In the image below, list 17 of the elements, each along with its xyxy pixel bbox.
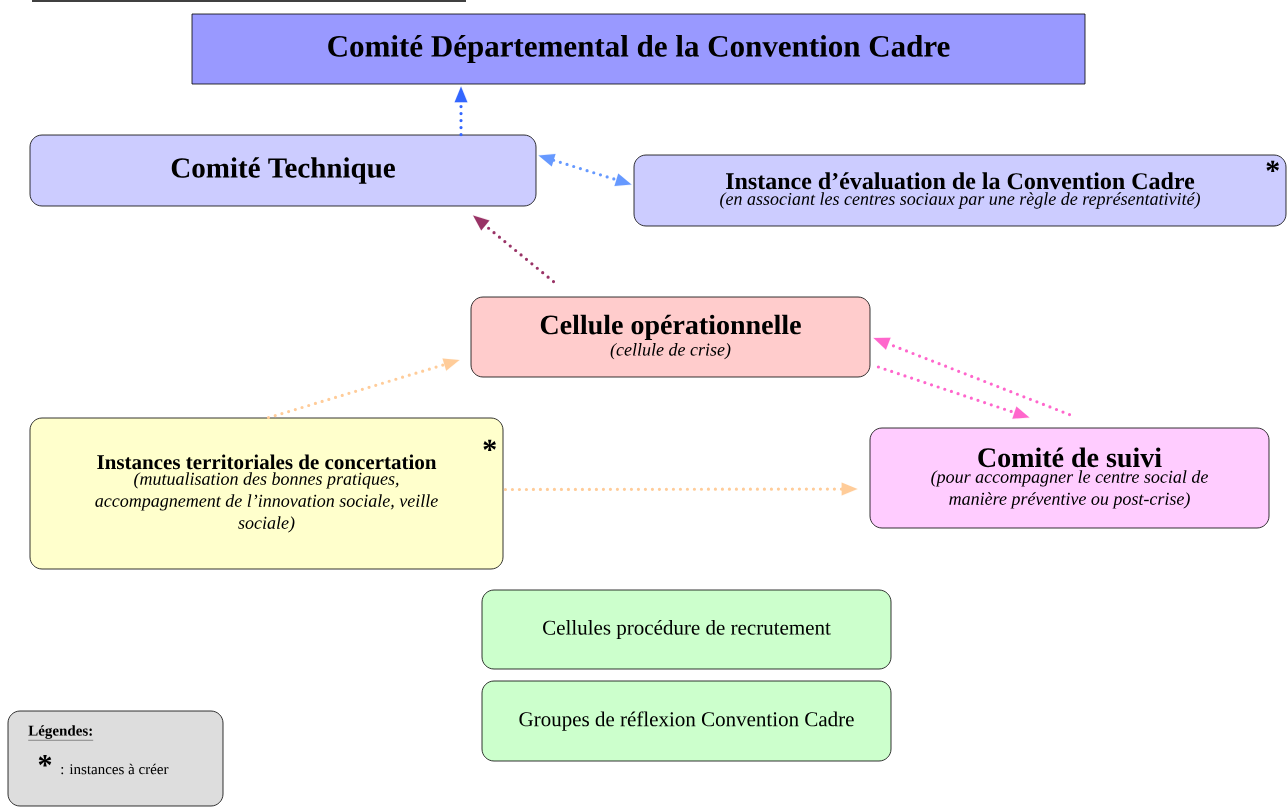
arrow	[873, 337, 1072, 417]
arrow	[876, 365, 1030, 419]
arrow	[473, 215, 556, 284]
arrow	[538, 154, 632, 186]
process-box: Comité Technique	[29, 134, 537, 207]
process-box: Groupes de réflexion Convention Cadre	[481, 680, 892, 762]
process-box: Cellule opérationnelle (cellule de crise)	[470, 296, 871, 378]
asterisk: *	[1266, 160, 1279, 173]
arrow	[454, 86, 468, 137]
arrow	[503, 482, 858, 496]
process-box: Cellules procédure de recrutement	[481, 589, 892, 670]
arrow	[266, 358, 460, 420]
process-box: Comité de suivi (pour accompagner le centre social de manière préventive ou post-crise)	[869, 427, 1270, 529]
asterisk: *	[483, 439, 496, 452]
asterisk: *	[38, 755, 52, 767]
legend-text: : instances à créer	[61, 763, 169, 775]
title-box: Comité Départemental de la Convention Cadre	[191, 13, 1086, 85]
